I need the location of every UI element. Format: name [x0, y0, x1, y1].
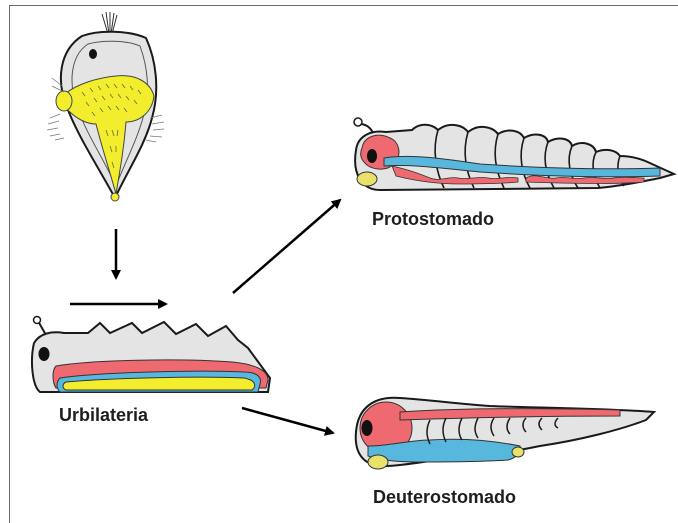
- protostome-illustration: [354, 118, 674, 190]
- urbilateria-label: Urbilateria: [59, 405, 148, 426]
- protostome-eye: [367, 149, 377, 163]
- deuterostome-mouth: [368, 455, 388, 469]
- urbilateria-eye: [39, 347, 50, 361]
- deuterostome-label: Deuterostomado: [373, 487, 516, 508]
- deuterostome-eye: [362, 420, 373, 436]
- protostome-mouth: [357, 172, 377, 186]
- deuterostome-illustration: [356, 398, 654, 469]
- arrow-to-protostome: [233, 200, 340, 293]
- arrow-to-deuterostome: [242, 408, 333, 433]
- protostome-label: Protostomado: [372, 209, 494, 230]
- larva-eye: [89, 49, 97, 59]
- larva-illustration: [47, 12, 164, 201]
- larva-apical-tuft: [102, 12, 117, 34]
- urbilateria-illustration: [32, 317, 270, 393]
